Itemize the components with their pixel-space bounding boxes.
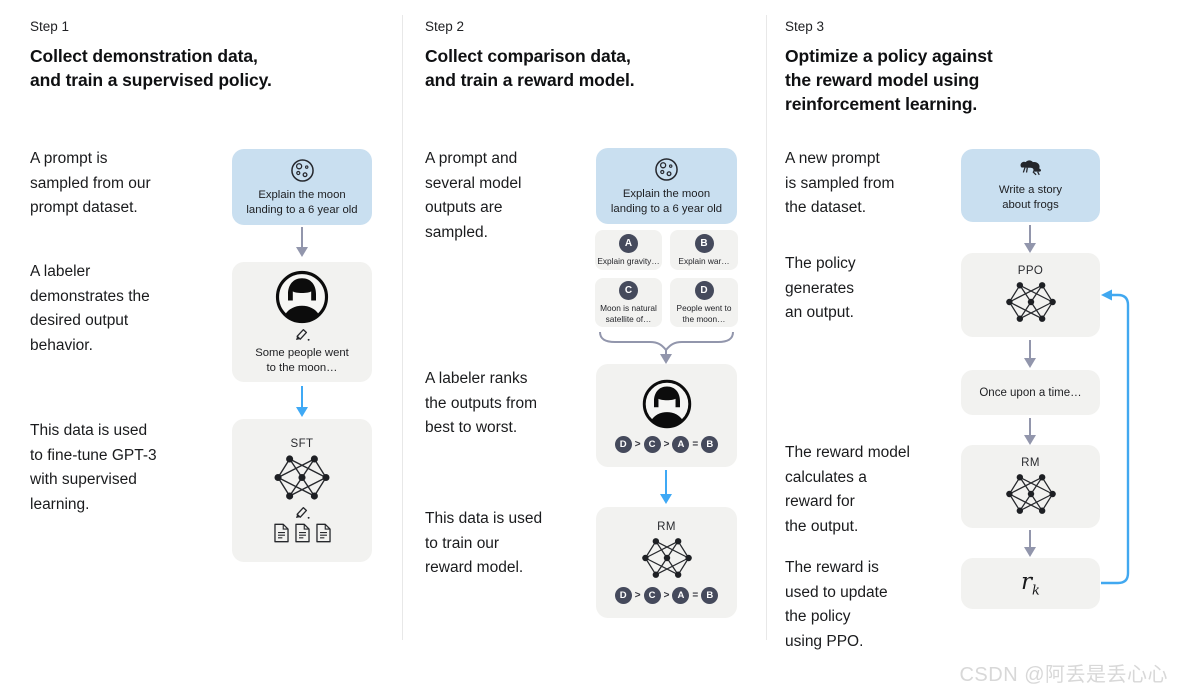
rank-badge: B xyxy=(701,436,719,453)
step1-prompt-box: Explain the moon landing to a 6 year old xyxy=(232,149,372,225)
ppo-model-label: PPO xyxy=(1017,265,1044,277)
output-text-d: People went to the moon… xyxy=(676,303,732,324)
rank-operator: > xyxy=(634,590,641,601)
documents-row xyxy=(273,523,332,543)
arrow-down-icon xyxy=(1024,340,1036,368)
step3-caption-prompt: A new prompt is sampled from the dataset… xyxy=(785,150,895,216)
frog-icon xyxy=(1020,160,1042,176)
neural-network-icon xyxy=(1005,473,1056,514)
rank-badge: B xyxy=(701,587,719,604)
neural-network-icon xyxy=(274,455,330,500)
rank-badge: C xyxy=(643,587,661,604)
column-divider-1 xyxy=(402,15,403,640)
step3-caption-reward: The reward model calculates a reward for… xyxy=(785,444,910,535)
rank-operator: = xyxy=(692,590,699,601)
rank-badge: D xyxy=(614,436,632,453)
output-text-a: Explain gravity… xyxy=(597,255,660,266)
moon-icon xyxy=(655,157,678,181)
arrow-down-icon xyxy=(1024,418,1036,445)
pencil-icon xyxy=(296,328,310,341)
arrow-down-blue-icon xyxy=(296,386,308,417)
step3-reward-box: rk xyxy=(961,558,1100,609)
step1-label: Step 1 xyxy=(30,19,70,34)
step2-caption-train: This data is used to train our reward mo… xyxy=(425,510,543,576)
rank-operator: > xyxy=(663,590,670,601)
rank-badge: C xyxy=(643,436,661,453)
output-box-b: B Explain war… xyxy=(670,230,738,270)
rank-operator: > xyxy=(663,439,670,450)
step3-caption-update: The reward is used to update the policy … xyxy=(785,559,888,650)
rank-badge: A xyxy=(672,436,690,453)
step3-rm-box: RM xyxy=(961,445,1100,528)
arrow-down-blue-icon xyxy=(660,470,672,504)
output-badge-a: A xyxy=(619,233,638,253)
neural-network-icon xyxy=(641,538,692,578)
reward-symbol: rk xyxy=(1021,568,1040,599)
step1-prompt-text: Explain the moon landing to a 6 year old xyxy=(246,188,358,216)
feedback-loop-arrow-icon xyxy=(1101,289,1130,585)
column-divider-2 xyxy=(766,15,767,640)
step2-rm-box: RM D > C > A = B xyxy=(596,507,737,618)
step3-ppo-box: PPO xyxy=(961,253,1100,337)
step2-caption-sampled: A prompt and several model outputs are s… xyxy=(425,150,522,241)
output-badge-b: B xyxy=(694,233,714,253)
document-icon xyxy=(273,523,289,543)
step3-prompt-box: Write a story about frogs xyxy=(961,149,1100,222)
rank-operator: = xyxy=(692,439,699,450)
step2-prompt-box: Explain the moon landing to a 6 year old xyxy=(596,148,737,224)
rm-model-label: RM xyxy=(657,521,676,533)
output-box-d: D People went to the moon… xyxy=(670,278,738,327)
sft-model-label: SFT xyxy=(290,438,314,450)
output-text-b: Explain war… xyxy=(678,255,730,266)
watermark: CSDN @阿丢是丢心心 xyxy=(959,664,1168,686)
step3-prompt-text: Write a story about frogs xyxy=(998,184,1063,211)
step1-title: Collect demonstration data, and train a … xyxy=(30,46,272,90)
arrow-down-icon xyxy=(1024,225,1036,253)
output-badge-d: D xyxy=(694,281,714,300)
step2-prompt-text: Explain the moon landing to a 6 year old xyxy=(610,187,723,215)
step1-caption-finetune: This data is used to fine-tune GPT-3 wit… xyxy=(30,422,157,513)
step3-output-text: Once upon a time… xyxy=(979,386,1082,399)
rm-model-label: RM xyxy=(1021,456,1040,469)
step3-label: Step 3 xyxy=(785,19,825,34)
step2-label: Step 2 xyxy=(425,19,465,34)
document-icon xyxy=(315,523,331,543)
moon-icon xyxy=(290,158,314,182)
step3-title: Optimize a policy against the reward mod… xyxy=(785,46,993,114)
document-icon xyxy=(294,523,310,543)
labeler-avatar-icon xyxy=(275,270,329,323)
ranking-row: D > C > A = B xyxy=(614,587,719,604)
step3-caption-policy: The policy generates an output. xyxy=(785,255,856,321)
rank-badge: D xyxy=(614,587,632,604)
step2-caption-ranks: A labeler ranks the outputs from best to… xyxy=(425,370,538,436)
step1-sft-box: SFT xyxy=(232,419,372,562)
output-box-c: C Moon is natural satellite of… xyxy=(595,278,662,327)
output-box-a: A Explain gravity… xyxy=(595,230,662,270)
neural-network-icon xyxy=(1005,282,1056,322)
labeler-avatar-icon xyxy=(642,379,691,429)
merge-bracket-arrow-icon xyxy=(599,331,734,364)
rank-badge: A xyxy=(672,587,690,604)
pencil-icon xyxy=(296,506,310,519)
output-text-c: Moon is natural satellite of… xyxy=(600,303,657,324)
step2-labeler-box: D > C > A = B xyxy=(596,364,737,467)
step1-labeler-box: Some people went to the moon… xyxy=(232,262,372,382)
step3-output-box: Once upon a time… xyxy=(961,370,1100,415)
ranking-row: D > C > A = B xyxy=(614,436,719,453)
step1-caption-labeler: A labeler demonstrates the desired outpu… xyxy=(30,263,150,354)
output-badge-c: C xyxy=(619,281,638,300)
rank-operator: > xyxy=(634,439,641,450)
step1-caption-prompt: A prompt is sampled from our prompt data… xyxy=(30,150,151,216)
arrow-down-icon xyxy=(1024,530,1036,557)
step2-title: Collect comparison data, and train a rew… xyxy=(425,46,635,90)
arrow-down-icon xyxy=(296,227,308,257)
step1-demonstration-text: Some people went to the moon… xyxy=(255,346,349,374)
